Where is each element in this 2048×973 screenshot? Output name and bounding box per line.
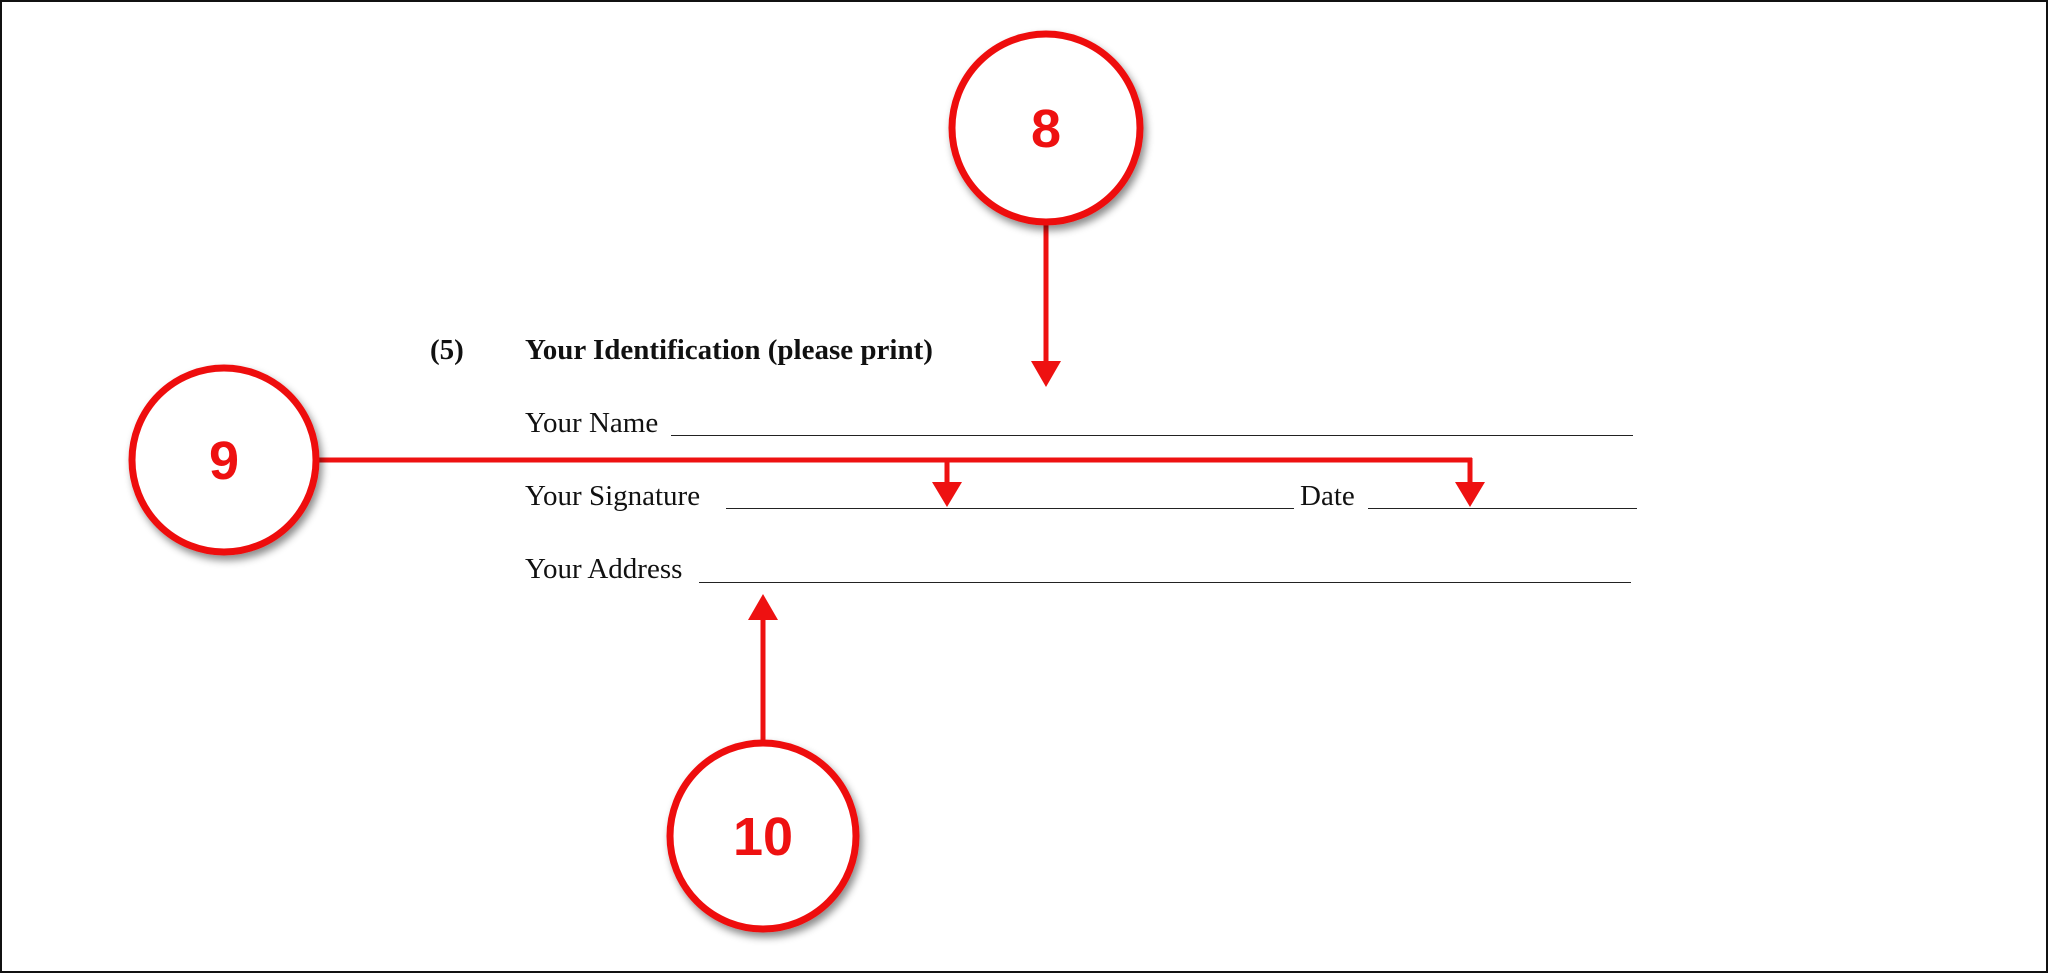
name-field-label: Your Name bbox=[525, 407, 659, 439]
callout-8-arrow bbox=[1031, 222, 1061, 387]
signature-input-line[interactable] bbox=[726, 508, 1294, 509]
name-input-line[interactable] bbox=[671, 435, 1633, 436]
callout-10: 10 bbox=[666, 739, 860, 933]
callout-9-arrow bbox=[318, 457, 1485, 507]
callout-9: 9 bbox=[128, 364, 320, 556]
address-input-line[interactable] bbox=[699, 582, 1631, 583]
callout-10-arrow bbox=[748, 594, 778, 742]
callout-8: 8 bbox=[948, 30, 1144, 226]
callout-9-number: 9 bbox=[209, 431, 239, 491]
section-title: Your Identification (please print) bbox=[525, 334, 933, 366]
signature-field-label: Your Signature bbox=[525, 480, 701, 512]
date-input-line[interactable] bbox=[1368, 508, 1637, 509]
callout-10-number: 10 bbox=[733, 807, 793, 867]
callout-8-number: 8 bbox=[1031, 99, 1061, 159]
section-number: (5) bbox=[430, 334, 464, 366]
date-field-label: Date bbox=[1300, 480, 1355, 512]
address-field-label: Your Address bbox=[525, 553, 683, 585]
